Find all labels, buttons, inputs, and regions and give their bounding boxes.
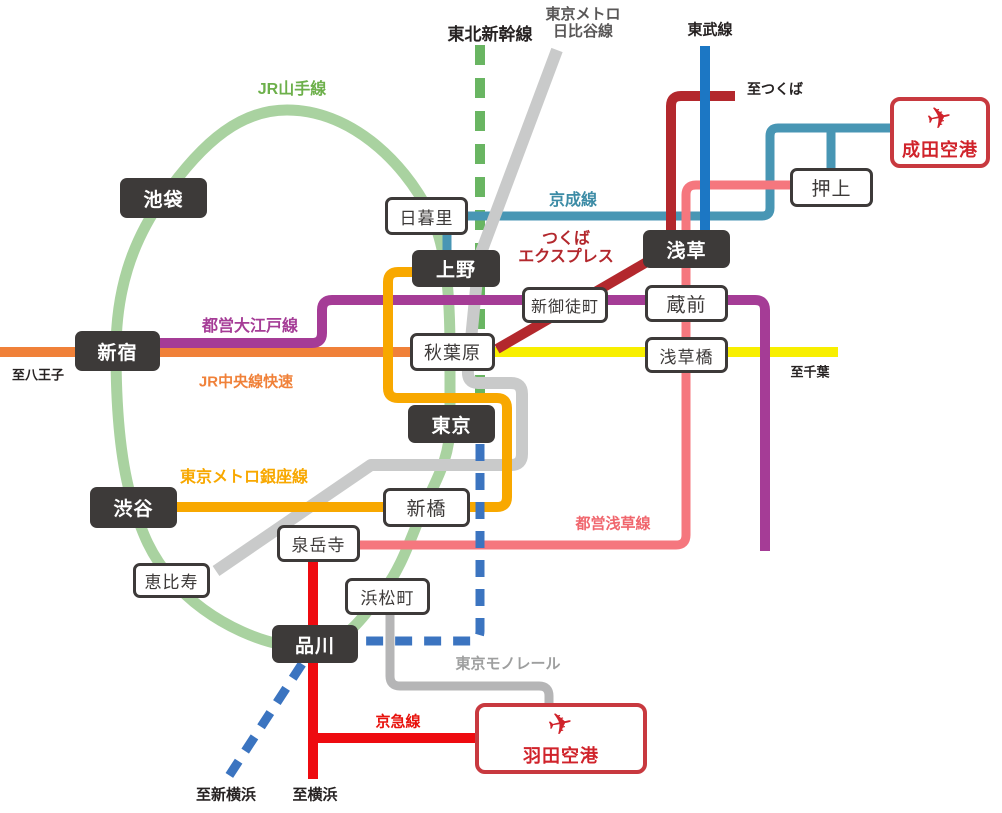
station-label: 日暮里 bbox=[399, 208, 454, 228]
airport-label: 羽田空港 bbox=[523, 745, 599, 766]
label-to-tsukuba: 至つくば bbox=[747, 80, 803, 97]
label-tobu-line: 東武線 bbox=[687, 21, 733, 39]
station-hamamatsucho[interactable]: 浜松町 bbox=[345, 578, 430, 615]
line-tokaido-shinkansen-southwest bbox=[223, 661, 306, 782]
station-shinagawa[interactable]: 品川 bbox=[272, 625, 358, 663]
station-label: 上野 bbox=[435, 260, 476, 281]
label-tsukuba-express: つくば エクスプレス bbox=[518, 230, 614, 266]
station-label: 渋谷 bbox=[113, 499, 154, 520]
station-ueno[interactable]: 上野 bbox=[412, 250, 500, 287]
label-toei-asakusa-line: 都営浅草線 bbox=[575, 515, 651, 533]
label-chuo-rapid-line: JR中央線快速 bbox=[198, 373, 294, 391]
station-label: 押上 bbox=[811, 179, 852, 200]
station-label: 新宿 bbox=[97, 342, 138, 364]
station-label: 浜松町 bbox=[360, 589, 415, 608]
station-ebisu[interactable]: 恵比寿 bbox=[133, 563, 210, 598]
station-shibuya[interactable]: 渋谷 bbox=[90, 487, 177, 528]
station-kuramae[interactable]: 蔵前 bbox=[645, 285, 728, 322]
label-to-yokohama: 至横浜 bbox=[292, 786, 338, 804]
station-label: 池袋 bbox=[143, 189, 184, 211]
haneda-airport-box[interactable]: ✈ 羽田空港 bbox=[475, 703, 647, 774]
station-label: 秋葉原 bbox=[424, 343, 481, 363]
line-ginza bbox=[177, 267, 512, 512]
label-to-chiba: 至千葉 bbox=[790, 364, 830, 380]
station-label: 恵比寿 bbox=[144, 573, 199, 592]
station-shimbashi[interactable]: 新橋 bbox=[383, 488, 470, 527]
line-oedo bbox=[160, 295, 770, 551]
label-keikyu-line: 京急線 bbox=[375, 713, 421, 731]
station-ikebukuro[interactable]: 池袋 bbox=[120, 178, 207, 218]
station-label: 東京 bbox=[431, 415, 472, 437]
airport-label: 成田空港 bbox=[902, 139, 978, 160]
label-ginza-line: 東京メトロ銀座線 bbox=[179, 468, 309, 486]
station-sengakuji[interactable]: 泉岳寺 bbox=[277, 525, 360, 562]
line-tsukuba-express-north bbox=[666, 91, 735, 231]
station-shin-okachimachi[interactable]: 新御徒町 bbox=[522, 287, 608, 323]
label-to-shinyokohama: 至新横浜 bbox=[195, 786, 257, 804]
label-hibiya-line: 東京メトロ 日比谷線 bbox=[545, 5, 621, 40]
line-keisei-main bbox=[468, 123, 890, 221]
station-oshiage[interactable]: 押上 bbox=[790, 168, 873, 207]
station-asakusa[interactable]: 浅草 bbox=[643, 230, 730, 268]
line-yamanote bbox=[110, 104, 456, 653]
label-keisei-line: 京成線 bbox=[548, 191, 598, 209]
station-nippori[interactable]: 日暮里 bbox=[385, 197, 468, 235]
station-label: 浅草橋 bbox=[659, 347, 714, 367]
station-label: 新橋 bbox=[406, 499, 447, 520]
airplane-icon: ✈ bbox=[545, 705, 577, 743]
station-label: 新御徒町 bbox=[530, 299, 599, 316]
airplane-icon: ✈ bbox=[924, 99, 956, 137]
label-oedo-line: 都営大江戸線 bbox=[201, 317, 299, 335]
narita-airport-box[interactable]: ✈ 成田空港 bbox=[890, 97, 990, 168]
label-to-hachioji: 至八王子 bbox=[11, 367, 65, 383]
station-tokyo[interactable]: 東京 bbox=[408, 405, 495, 443]
station-shinjuku[interactable]: 新宿 bbox=[75, 331, 160, 371]
label-tohoku-shinkansen: 東北新幹線 bbox=[447, 25, 533, 45]
station-label: 浅草 bbox=[666, 240, 707, 262]
line-hibiya bbox=[212, 47, 563, 576]
station-asakusabashi[interactable]: 浅草橋 bbox=[645, 337, 728, 373]
label-tokyo-monorail: 東京モノレール bbox=[455, 655, 561, 673]
station-akihabara[interactable]: 秋葉原 bbox=[410, 333, 495, 371]
station-label: 品川 bbox=[294, 635, 335, 657]
station-label: 蔵前 bbox=[666, 295, 707, 316]
line-monorail bbox=[385, 614, 554, 704]
station-label: 泉岳寺 bbox=[291, 536, 346, 555]
label-yamanote-line: JR山手線 bbox=[257, 80, 327, 98]
line-tokaido-shinkansen bbox=[359, 444, 485, 646]
